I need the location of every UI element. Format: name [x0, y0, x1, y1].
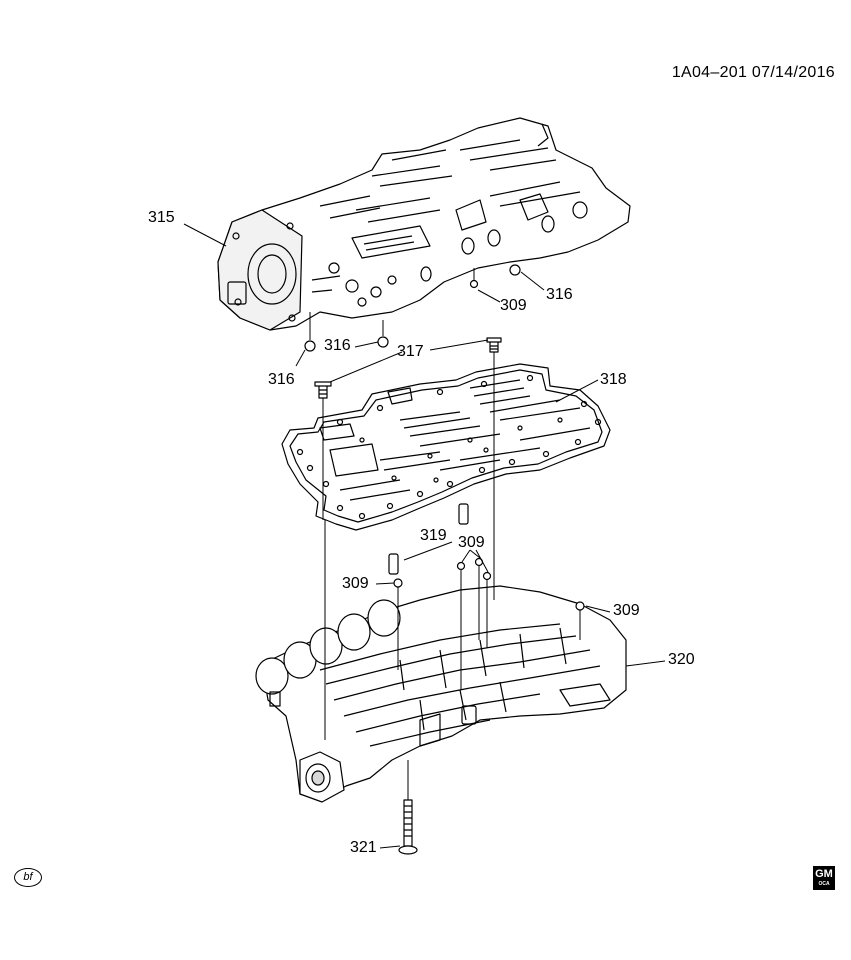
- callout-315: 315: [148, 209, 175, 226]
- ball-316-left: [304, 340, 316, 352]
- callout-309-group: 309: [458, 534, 485, 551]
- check-balls: [304, 264, 585, 611]
- callout-316-center: 316: [324, 337, 351, 354]
- callout-319: 319: [420, 527, 447, 544]
- ball-309-a: [393, 578, 403, 588]
- ball-309-top: [469, 279, 479, 289]
- ball-309-b: [456, 561, 466, 571]
- dowel-pins-319: [388, 503, 469, 575]
- callout-318: 318: [600, 371, 627, 388]
- callout-309-right: 309: [613, 602, 640, 619]
- callout-309-left: 309: [342, 575, 369, 592]
- gm-logo-subtext: OCA: [818, 881, 830, 887]
- callout-316-left: 316: [268, 371, 295, 388]
- upper-valve-body: [217, 117, 631, 331]
- alignment-lines: [309, 268, 581, 800]
- callout-321: 321: [350, 839, 377, 856]
- ball-316-center: [377, 336, 389, 348]
- leader-lines: [183, 223, 666, 849]
- gm-logo-icon: GM OCA: [813, 866, 835, 890]
- bf-mark: bf: [14, 868, 42, 887]
- separator-plate: [281, 363, 611, 531]
- callout-316-right: 316: [546, 286, 573, 303]
- bolt-321: [398, 799, 418, 855]
- callout-320: 320: [668, 651, 695, 668]
- ball-309-e: [575, 601, 585, 611]
- ball-316-right: [509, 264, 521, 276]
- callout-309-upper: 309: [500, 297, 527, 314]
- callout-317: 317: [397, 343, 424, 360]
- ball-309-d: [482, 571, 492, 581]
- gm-logo-text: GM: [815, 868, 833, 880]
- diagram-identifier: 1A04–201 07/14/2016: [671, 64, 835, 81]
- lower-valve-body: [255, 585, 627, 803]
